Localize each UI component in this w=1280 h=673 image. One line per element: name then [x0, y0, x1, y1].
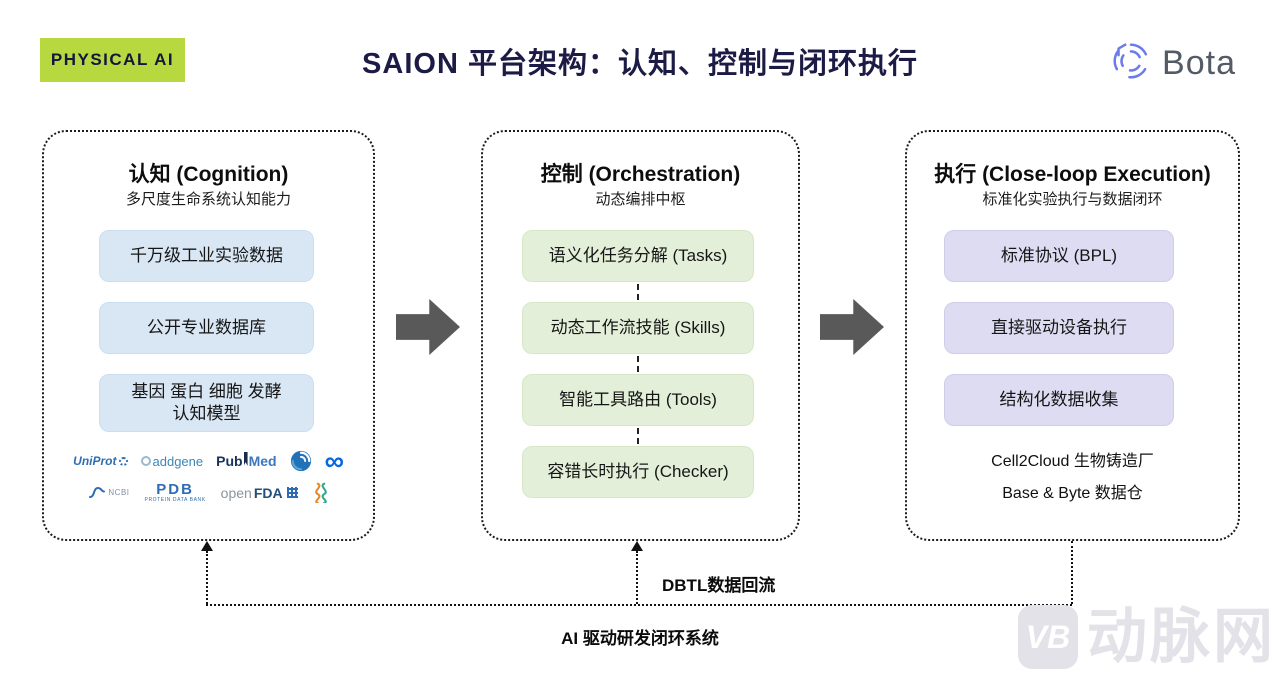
- openfda-grid-icon: [286, 487, 298, 498]
- cognition-item-models: 基因 蛋白 细胞 发酵 认知模型: [99, 374, 314, 432]
- ai-loop-label: AI 驱动研发闭环系统: [561, 629, 719, 648]
- openfda-logo: open FDA: [221, 485, 298, 501]
- panel-orchestration-subtitle: 动态编排中枢: [595, 191, 686, 208]
- feedback-line-to-orchestration: [636, 551, 638, 604]
- connector-skills-tools: [637, 356, 639, 372]
- addgene-logo: addgene: [140, 454, 203, 469]
- arrow-orchestration-to-execution: [820, 299, 884, 355]
- orchestration-item-tasks: 语义化任务分解 (Tasks): [522, 230, 754, 282]
- bota-swirl-icon: [1108, 38, 1154, 89]
- feedback-line-to-cognition: [206, 551, 208, 604]
- orchestration-item-skills: 动态工作流技能 (Skills): [522, 302, 754, 354]
- feedback-loop-horizontal-line: [206, 604, 1072, 606]
- bota-wordmark: Bota: [1162, 44, 1236, 82]
- physical-ai-badge: PHYSICAL AI: [40, 38, 185, 82]
- blue-swirl-logo: [290, 450, 312, 472]
- pubmed-bookmark-icon: [243, 452, 248, 466]
- feedback-line-from-execution: [1071, 541, 1073, 604]
- arrowhead-into-orchestration: [631, 541, 643, 551]
- panel-execution-title: 执行 (Close-loop Execution): [934, 163, 1211, 186]
- connector-tasks-skills: [637, 284, 639, 300]
- ncbi-logo: NCBI: [88, 486, 129, 499]
- dbtl-feedback-label: DBTL数据回流: [662, 576, 776, 595]
- execution-footnote-cell2cloud: Cell2Cloud 生物铸造厂: [991, 453, 1154, 470]
- panel-cognition: 认知 (Cognition) 多尺度生命系统认知能力 千万级工业实验数据 公开专…: [42, 130, 375, 541]
- panel-execution: 执行 (Close-loop Execution) 标准化实验执行与数据闭环 标…: [905, 130, 1240, 541]
- dna-helix-icon: [313, 482, 329, 503]
- cognition-item-industrial-data: 千万级工业实验数据: [99, 230, 314, 282]
- panel-execution-subtitle: 标准化实验执行与数据闭环: [982, 191, 1163, 208]
- orchestration-item-tools: 智能工具路由 (Tools): [522, 374, 754, 426]
- logo-row-2: NCBI PDB PROTEIN DATA BANK open FDA: [44, 482, 373, 503]
- page-title: SAION 平台架构：认知、控制与闭环执行: [362, 48, 918, 80]
- panel-cognition-title: 认知 (Cognition): [128, 163, 289, 186]
- execution-item-bpl: 标准协议 (BPL): [944, 230, 1174, 282]
- uniprot-ring-icon: [118, 456, 128, 466]
- execution-item-data-collect: 结构化数据收集: [944, 374, 1174, 426]
- arrow-cognition-to-orchestration: [396, 299, 460, 355]
- panel-orchestration: 控制 (Orchestration) 动态编排中枢 语义化任务分解 (Tasks…: [481, 130, 800, 541]
- vb-watermark-icon: VB: [1018, 605, 1078, 669]
- watermark-text: 动脉网: [1087, 603, 1276, 670]
- meta-infinity-icon: ∞: [324, 446, 344, 476]
- panel-cognition-subtitle: 多尺度生命系统认知能力: [125, 191, 291, 208]
- cognition-item-public-db: 公开专业数据库: [99, 302, 314, 354]
- execution-item-device: 直接驱动设备执行: [944, 302, 1174, 354]
- vbdata-watermark: VB 动脉网: [1018, 605, 1276, 669]
- arrowhead-into-cognition: [201, 541, 213, 551]
- uniprot-logo: UniProt: [73, 454, 128, 468]
- orchestration-item-checker: 容错长时执行 (Checker): [522, 446, 754, 498]
- addgene-ring-icon: [140, 456, 151, 466]
- logo-row-1: UniProt addgene Pub Med ∞: [44, 446, 373, 476]
- connector-tools-checker: [637, 428, 639, 444]
- bota-logo: Bota: [1108, 38, 1236, 89]
- execution-footnote-basebyte: Base & Byte 数据仓: [1002, 485, 1143, 502]
- pubmed-logo: Pub Med: [216, 452, 277, 469]
- pdb-logo: PDB PROTEIN DATA BANK: [144, 481, 206, 503]
- panel-orchestration-title: 控制 (Orchestration): [540, 163, 741, 186]
